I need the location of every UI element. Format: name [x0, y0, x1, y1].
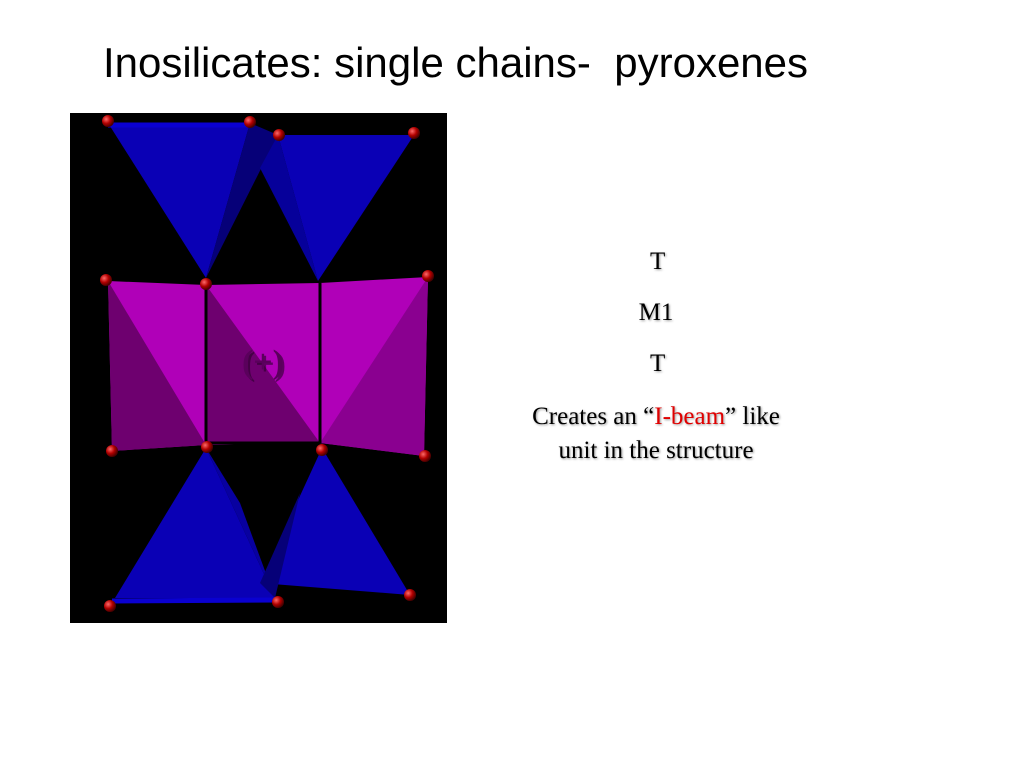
oxygen-atom: [404, 589, 416, 601]
oxygen-atom: [408, 127, 420, 139]
oxygen-atom: [272, 596, 284, 608]
site-label-m1: M1: [638, 299, 674, 326]
oxygen-atom: [273, 129, 285, 141]
upper-right-tetrahedron-side: [260, 135, 318, 281]
lower-left-tetrahedron-side: [206, 448, 275, 598]
lower-edge: [111, 597, 279, 604]
oxygen-atom: [419, 450, 431, 462]
caption-prefix: Creates an “: [532, 403, 655, 430]
lower-left-tetrahedron: [115, 448, 275, 598]
caption-text: Creates an “I-beam” like unit in the str…: [530, 400, 782, 468]
upper-left-tetrahedron: [108, 123, 250, 278]
oxygen-atom: [106, 445, 118, 457]
oxygen-atom: [201, 441, 213, 453]
left-octahedron-shadow: [108, 281, 206, 451]
oxygen-atom: [244, 116, 256, 128]
oxygen-atom: [200, 278, 212, 290]
lower-right-tetrahedron: [260, 448, 410, 595]
center-plus-label-front: (+): [242, 344, 284, 381]
site-label-t-bottom: T: [650, 350, 666, 377]
oxygen-atoms: [100, 115, 434, 612]
upper-left-tetrahedron-side: [206, 123, 278, 278]
lower-tetrahedra: [111, 448, 410, 604]
pyroxene-structure-figure: (+) (+): [70, 113, 447, 623]
oxygen-atom: [102, 115, 114, 127]
right-octahedron-shadow: [320, 277, 428, 456]
center-octahedron-shadow: [206, 285, 320, 445]
oxygen-atom: [104, 600, 116, 612]
upper-tetrahedra: [108, 122, 414, 281]
oxygen-atom: [422, 270, 434, 282]
oxygen-atom: [100, 274, 112, 286]
upper-right-tetrahedron: [278, 135, 414, 281]
site-label-t-top: T: [650, 248, 666, 275]
slide-title: Inosilicates: single chains- pyroxenes: [103, 39, 809, 86]
lower-right-tetrahedron-side: [260, 493, 300, 598]
octahedra-band: (+) (+): [108, 277, 428, 456]
center-plus-label: (+): [244, 346, 286, 383]
caption-highlight-i-beam: I-beam: [654, 403, 726, 430]
oxygen-atom: [316, 444, 328, 456]
caption-suffix: ” like unit in the structure: [558, 403, 780, 464]
